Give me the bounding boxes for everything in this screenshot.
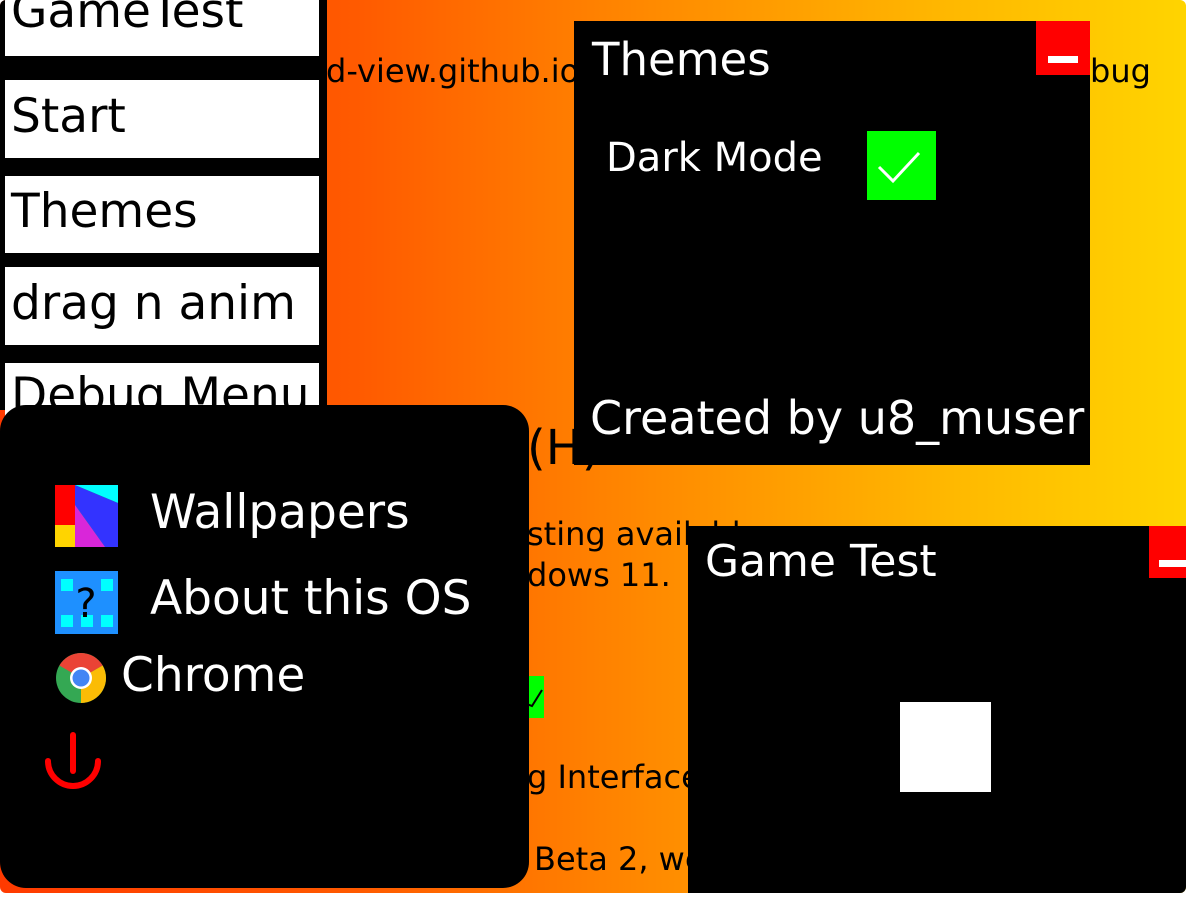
start-menu-label-about: About this OS [150,571,472,626]
dark-mode-label: Dark Mode [606,135,823,181]
game-test-window: Game Test [688,526,1186,893]
themes-footer: Created by u8_muser [590,391,1085,445]
start-menu-label-chrome: Chrome [121,648,306,703]
about-icon: ? [55,571,118,634]
sidebar-item-start[interactable]: Start [5,80,319,158]
start-menu-item-wallpapers[interactable]: Wallpapers [55,485,455,547]
sidebar-item-themes[interactable]: Themes [5,176,319,253]
start-menu-label-wallpapers: Wallpapers [150,485,410,540]
chrome-icon [56,653,106,703]
power-icon [45,732,101,789]
start-menu-item-about[interactable]: ? About this OS [55,571,485,634]
sidebar-item-drag-n-anim[interactable]: drag n anim [5,267,319,345]
wallpapers-icon [55,485,118,547]
dark-mode-checkbox[interactable] [867,131,936,200]
themes-minimize-button[interactable] [1036,21,1090,75]
bg-line-2: dows 11. [527,556,671,594]
svg-text:?: ? [75,581,96,627]
start-menu: Wallpapers ? About this OS Chrome [0,405,529,888]
bg-line-4: Beta 2, we [534,840,705,878]
bg-debug-text: bug [1090,52,1151,90]
minimize-icon [1048,56,1078,63]
bg-url-text: d-view.github.io [326,52,580,90]
bg-checkbox[interactable] [526,676,544,718]
themes-window-title: Themes [592,33,771,86]
themes-window: Themes Dark Mode Created by u8_muser [574,21,1090,465]
check-icon [877,151,921,184]
game-player-square[interactable] [900,702,991,792]
start-menu-item-chrome[interactable]: Chrome [55,648,355,710]
sidebar-item-gametest[interactable]: GameTest [5,0,319,56]
check-icon [526,689,543,708]
game-test-window-title: Game Test [705,536,937,587]
game-test-minimize-button[interactable] [1149,526,1186,578]
minimize-icon [1159,560,1186,567]
power-button[interactable] [40,731,106,801]
bg-line-3: g Interface [527,758,701,796]
